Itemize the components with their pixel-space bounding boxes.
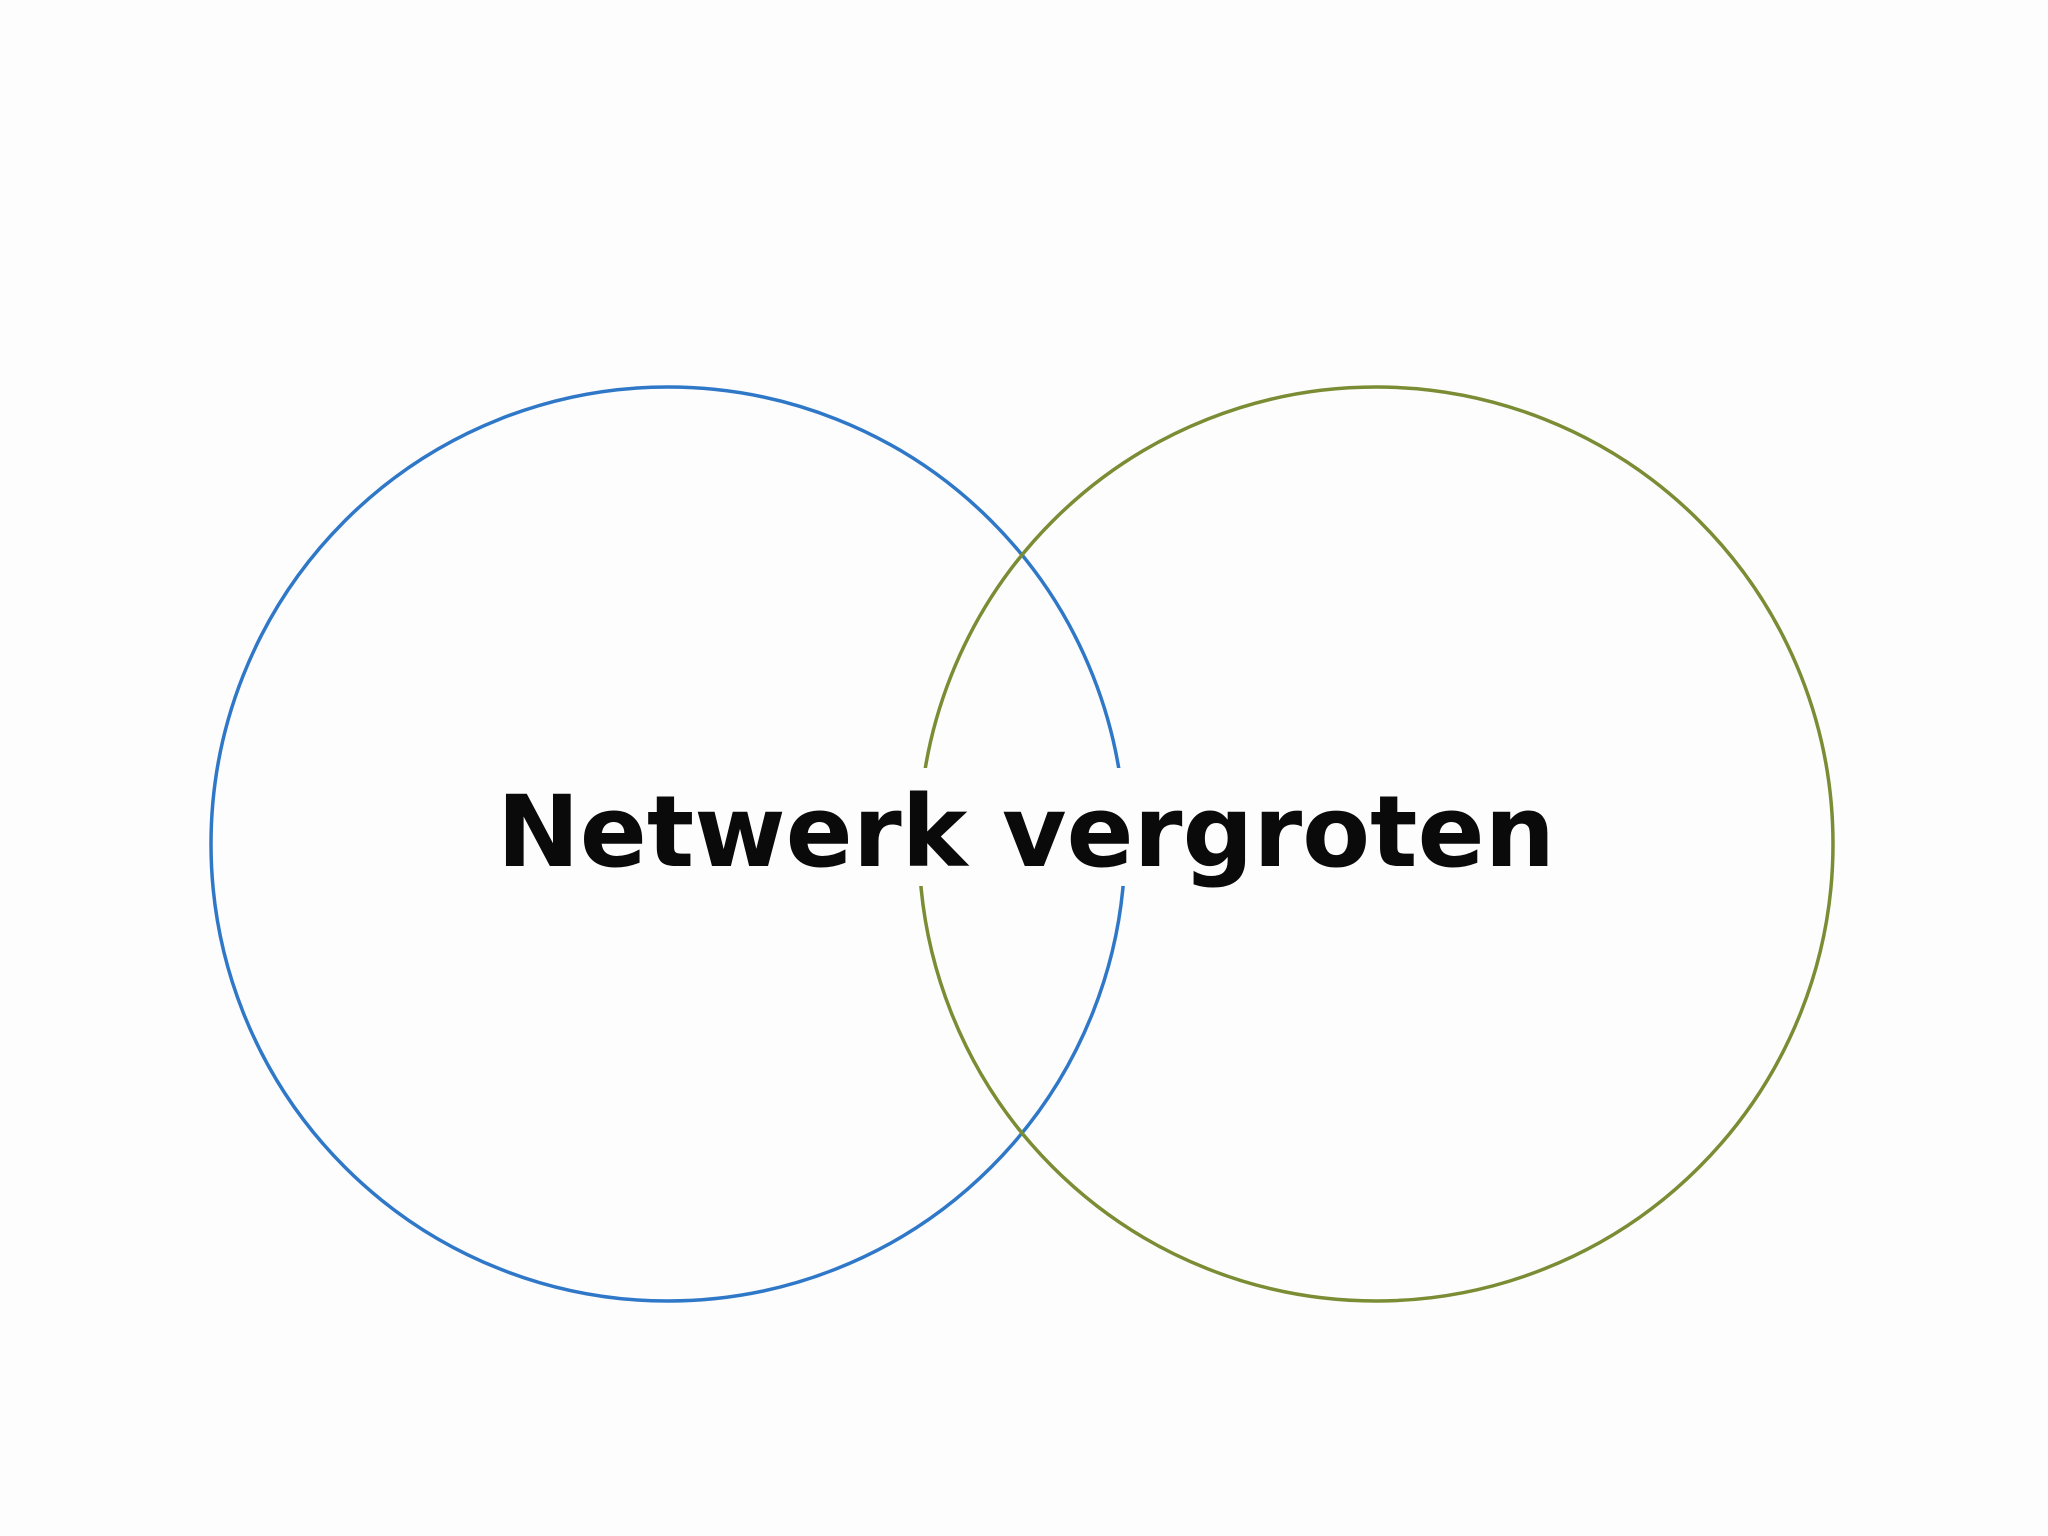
label-backdrop [890, 768, 1160, 886]
venn-center-label: Netwerk vergroten [497, 775, 1555, 890]
